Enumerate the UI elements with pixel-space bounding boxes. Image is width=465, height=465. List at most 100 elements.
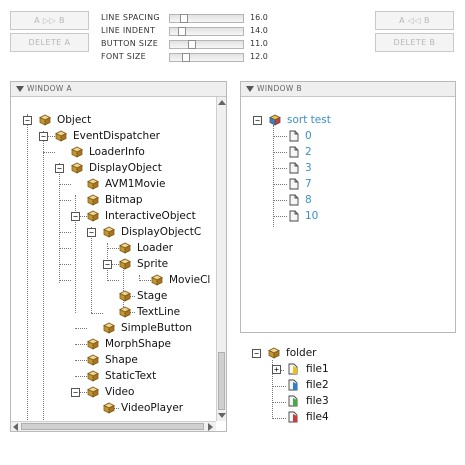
package-cube-icon: [87, 178, 99, 190]
window-a-horizontal-scrollbar[interactable]: [11, 421, 216, 431]
package-cube-icon: [103, 226, 115, 238]
font-size-value: 12.0: [250, 52, 268, 61]
tree-leaf-item[interactable]: 2: [305, 146, 312, 158]
package-cube-icon: [87, 354, 99, 366]
button-size-value: 11.0: [250, 39, 268, 48]
scroll-left-arrow-icon[interactable]: [13, 423, 18, 431]
collapse-triangle-icon[interactable]: [16, 86, 24, 92]
tree-node-movieclip[interactable]: MovieCl: [169, 274, 211, 286]
colored-cube-icon: [269, 114, 281, 126]
window-a-title: WINDOW A: [27, 84, 73, 93]
window-a-vertical-scrollbar[interactable]: [216, 97, 226, 421]
tree-node-eventdispatcher[interactable]: EventDispatcher: [73, 130, 160, 142]
button-size-slider[interactable]: [169, 40, 244, 49]
tree-node-videoplayer[interactable]: VideoPlayer: [121, 402, 184, 414]
document-icon: [289, 130, 299, 142]
window-a-tree: − Object − EventDispatcher LoaderInfo − …: [11, 97, 216, 421]
expand-toggle-icon[interactable]: −: [55, 164, 64, 173]
line-indent-value: 14.0: [250, 26, 268, 35]
tree-node-sprite[interactable]: Sprite: [137, 258, 169, 270]
slider-thumb[interactable]: [188, 40, 196, 49]
package-cube-icon: [71, 146, 83, 158]
expand-toggle-icon[interactable]: −: [252, 349, 261, 358]
scroll-up-arrow-icon[interactable]: [218, 100, 226, 105]
document-icon: [289, 194, 299, 206]
move-b-to-a-button[interactable]: A ◁◁ B: [375, 11, 454, 30]
tree-node-textline[interactable]: TextLine: [137, 306, 181, 318]
line-spacing-value: 16.0: [250, 13, 268, 22]
package-cube-icon: [87, 338, 99, 350]
tree-node-stage[interactable]: Stage: [137, 290, 168, 302]
tree-node-simplebutton[interactable]: SimpleButton: [121, 322, 193, 334]
tree-leaf-item[interactable]: 0: [305, 130, 312, 142]
font-size-slider[interactable]: [169, 53, 244, 62]
slider-thumb[interactable]: [182, 53, 190, 62]
tree-node-interactiveobject[interactable]: InteractiveObject: [105, 210, 196, 222]
button-size-label: BUTTON SIZE: [101, 39, 159, 48]
tree-root-sort-test[interactable]: sort test: [287, 114, 331, 126]
horizontal-scroll-thumb[interactable]: [21, 423, 204, 430]
blue-document-icon: [288, 379, 298, 391]
tree-node-loaderinfo[interactable]: LoaderInfo: [89, 146, 145, 158]
package-cube-icon: [119, 258, 131, 270]
package-cube-icon: [55, 130, 67, 142]
window-a-panel: WINDOW A: [10, 81, 227, 432]
tree-root-folder[interactable]: folder: [286, 347, 317, 359]
tree-leaf-file1[interactable]: file1: [306, 363, 329, 375]
tree-node-displayobjectcontainer[interactable]: DisplayObjectC: [121, 226, 202, 238]
scroll-right-arrow-icon[interactable]: [208, 423, 213, 431]
red-document-icon: [288, 411, 298, 423]
tree-node-video[interactable]: Video: [105, 386, 135, 398]
expand-toggle-icon[interactable]: −: [39, 132, 48, 141]
window-b-title: WINDOW B: [257, 84, 303, 93]
window-b-panel: WINDOW B − sort test 0 2 3 7 8 10: [240, 81, 456, 333]
yellow-document-icon: [288, 363, 298, 375]
tree-leaf-file3[interactable]: file3: [306, 395, 329, 407]
tree-node-object[interactable]: Object: [57, 114, 92, 126]
package-cube-icon: [87, 370, 99, 382]
expand-toggle-icon[interactable]: −: [71, 212, 80, 221]
tree-node-morphshape[interactable]: MorphShape: [105, 338, 171, 350]
expand-toggle-icon[interactable]: −: [253, 116, 262, 125]
expand-toggle-icon[interactable]: −: [71, 388, 80, 397]
vertical-scroll-thumb[interactable]: [218, 352, 225, 410]
move-a-to-b-button[interactable]: A ▷▷ B: [10, 11, 89, 30]
tree-leaf-file4[interactable]: file4: [306, 411, 329, 423]
expand-toggle-icon[interactable]: +: [272, 365, 281, 374]
window-b-header[interactable]: WINDOW B: [241, 82, 455, 97]
delete-a-button[interactable]: DELETE A: [10, 33, 89, 52]
package-cube-icon: [119, 242, 131, 254]
expand-toggle-icon[interactable]: −: [87, 228, 96, 237]
document-icon: [289, 146, 299, 158]
package-cube-icon: [87, 194, 99, 206]
tree-leaf-item[interactable]: 8: [305, 194, 312, 206]
slider-thumb[interactable]: [178, 27, 186, 36]
tree-node-loader[interactable]: Loader: [137, 242, 173, 254]
tree-leaf-item[interactable]: 10: [305, 210, 319, 222]
package-cube-icon: [151, 274, 163, 286]
line-indent-slider[interactable]: [169, 27, 244, 36]
slider-thumb[interactable]: [180, 14, 188, 23]
document-icon: [289, 210, 299, 222]
expand-toggle-icon[interactable]: −: [23, 116, 32, 125]
font-size-label: FONT SIZE: [101, 52, 146, 61]
tree-leaf-item[interactable]: 3: [305, 162, 312, 174]
line-spacing-slider[interactable]: [169, 14, 244, 23]
package-cube-icon: [103, 402, 115, 414]
tree-leaf-item[interactable]: 7: [305, 178, 312, 190]
tree-node-shape[interactable]: Shape: [105, 354, 138, 366]
expand-toggle-icon[interactable]: −: [103, 260, 112, 269]
package-cube-icon: [39, 114, 51, 126]
collapse-triangle-icon[interactable]: [246, 86, 254, 92]
tree-node-avm1movie[interactable]: AVM1Movie: [105, 178, 166, 190]
window-a-header[interactable]: WINDOW A: [11, 82, 226, 97]
line-spacing-label: LINE SPACING: [101, 13, 160, 22]
tree-node-bitmap[interactable]: Bitmap: [105, 194, 143, 206]
scroll-down-arrow-icon[interactable]: [218, 413, 226, 418]
tree-node-displayobject[interactable]: DisplayObject: [89, 162, 162, 174]
package-cube-icon: [119, 290, 131, 302]
delete-b-button[interactable]: DELETE B: [375, 33, 454, 52]
package-cube-icon: [87, 210, 99, 222]
tree-leaf-file2[interactable]: file2: [306, 379, 329, 391]
tree-node-statictext[interactable]: StaticText: [105, 370, 157, 382]
